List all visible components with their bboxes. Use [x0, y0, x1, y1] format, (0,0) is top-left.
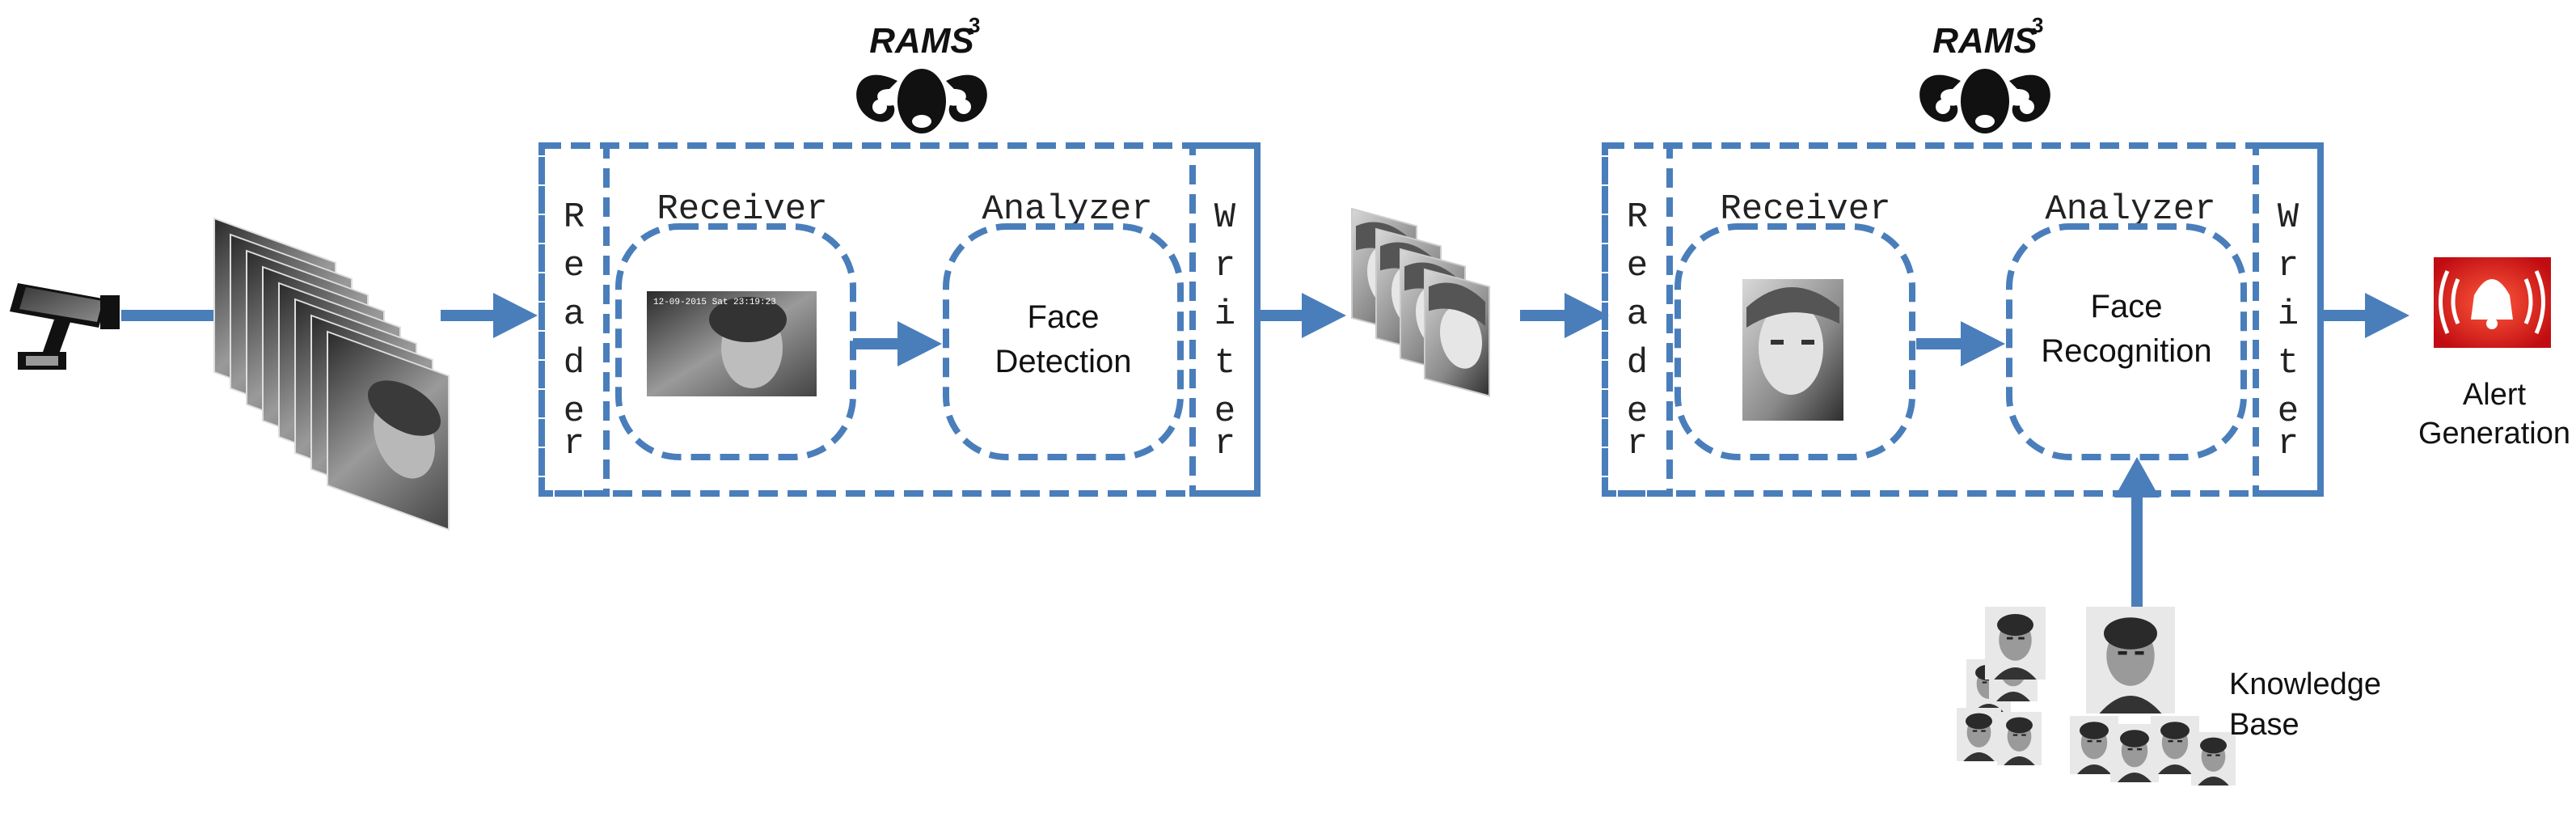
arrow-pipeline1-to-faces: [1257, 293, 1346, 338]
arrow-faces-to-pipeline2: [1520, 293, 1609, 338]
ram-logo-icon: [856, 69, 987, 133]
rams-logo-2: RAMS 3: [1919, 13, 2050, 133]
rams-logo-2-sup: 3: [2032, 13, 2043, 37]
reader-letter: e: [1627, 392, 1648, 432]
reader-letter: a: [1627, 294, 1648, 335]
ram-logo-icon: [1919, 69, 2050, 133]
rams-logo-1-sup: 3: [969, 13, 980, 37]
reader-letter: R: [564, 197, 585, 238]
reader-letter: d: [564, 343, 585, 383]
writer-letter: r: [2278, 424, 2299, 464]
rams-logo-2-text: RAMS: [1932, 21, 2038, 61]
pipeline1-analyzer-label-line2: Detection: [995, 344, 1132, 379]
alert-label-line2: Generation: [2418, 417, 2570, 451]
writer-letter: r: [1214, 246, 1235, 286]
frame-timestamp: 12-09-2015 Sat 23:19:23: [653, 298, 776, 307]
reader-letter: e: [1627, 246, 1648, 286]
reader-letter: e: [564, 392, 585, 432]
reader-letter: d: [1627, 343, 1648, 383]
pipeline1-reader-label: R e a d e r: [564, 197, 585, 464]
arrow-receiver2-to-analyzer2: [1916, 321, 2005, 366]
pipeline2-receiver-title: Receiver: [1720, 189, 1890, 230]
pipeline2-analyzer-label-line1: Face: [2091, 289, 2163, 324]
writer-letter: t: [2278, 343, 2299, 383]
reader-letter: r: [564, 424, 585, 464]
reader-letter: R: [1627, 197, 1648, 238]
knowledge-base-label-line2: Base: [2229, 708, 2299, 742]
pipeline2-analyzer-label-line2: Recognition: [2041, 333, 2211, 369]
writer-letter: W: [1214, 197, 1236, 238]
writer-letter: r: [1214, 424, 1235, 464]
writer-letter: e: [1214, 392, 1235, 432]
pipeline2-analyzer-title: Analyzer: [2045, 189, 2215, 230]
pipeline1-receiver-frame: 12-09-2015 Sat 23:19:23: [647, 291, 817, 396]
writer-letter: e: [2278, 392, 2299, 432]
pipeline2-reader-box: [1602, 142, 1673, 497]
alert-label-line1: Alert: [2463, 378, 2527, 412]
pipeline2-analyzer-box: [2006, 223, 2247, 460]
arrow-receiver1-to-analyzer1: [853, 321, 942, 366]
writer-letter: r: [2278, 246, 2299, 286]
arrow-frames-to-pipeline1: [441, 293, 538, 338]
pipeline1-writer-label: W r i t e r: [1214, 197, 1236, 464]
writer-letter: t: [1214, 343, 1235, 383]
pipeline1: R e a d e r W r i t e r Receiver 12-09-2…: [538, 142, 1261, 497]
pipeline2: R e a d e r W r i t e r Receiver A: [1602, 142, 2324, 497]
rams-logo-1-text: RAMS: [869, 21, 974, 61]
detected-faces-stack: [1350, 207, 1491, 397]
pipeline1-analyzer-label-line1: Face: [1028, 299, 1100, 335]
rams-logo-1: RAMS 3: [856, 13, 987, 133]
pipeline2-receiver-face: [1742, 279, 1843, 421]
reader-letter: e: [564, 246, 585, 286]
writer-letter: W: [2278, 197, 2299, 238]
reader-letter: a: [564, 294, 585, 335]
reader-letter: r: [1627, 424, 1648, 464]
pipeline1-receiver-title: Receiver: [657, 189, 827, 230]
writer-letter: i: [1214, 294, 1235, 335]
pipeline2-reader-label: R e a d e r: [1627, 197, 1648, 464]
video-frames-stack: [213, 217, 450, 531]
knowledge-base-faces: [1957, 607, 2236, 785]
pipeline1-analyzer-title: Analyzer: [982, 189, 1152, 230]
arrow-pipeline2-to-alert: [2321, 293, 2409, 338]
pipeline2-writer-label: W r i t e r: [2278, 197, 2299, 464]
writer-letter: i: [2278, 294, 2299, 335]
alarm-bell-icon: [2434, 257, 2551, 348]
pipeline2-receiver-box: [1674, 223, 1915, 460]
pipeline1-analyzer-box: [943, 223, 1184, 460]
arrow-knowledge-to-analyzer2: [2114, 457, 2160, 607]
cctv-camera-icon: [10, 283, 120, 370]
pipeline1-reader-box: [538, 142, 610, 497]
knowledge-base-label-line1: Knowledge: [2229, 667, 2381, 701]
